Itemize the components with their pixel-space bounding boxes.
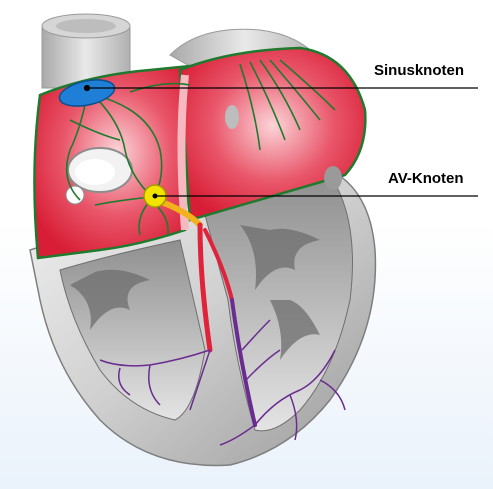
sinus-node-label: Sinusknoten [374, 62, 464, 79]
av-node-label: AV-Knoten [388, 170, 464, 187]
atrial-septum [182, 75, 186, 230]
